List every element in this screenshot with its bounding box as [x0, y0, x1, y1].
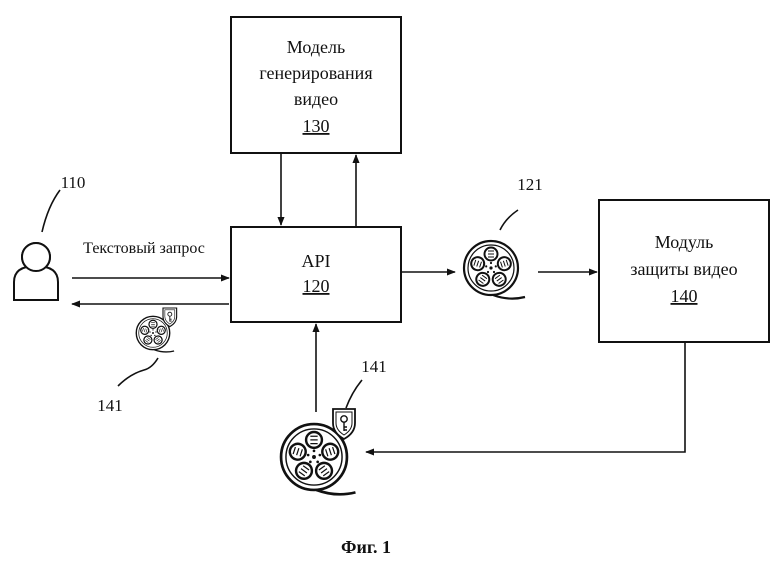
model-box-line-3: видео — [294, 89, 338, 109]
video-reel-icon — [464, 241, 525, 299]
user-ref: 110 — [61, 173, 86, 192]
api-box: API 120 — [231, 227, 401, 322]
figure-caption: Фиг. 1 — [341, 537, 391, 557]
text-request-label: Текстовый запрос — [83, 240, 205, 257]
api-box-ref: 120 — [303, 276, 330, 296]
bottom-141-leader — [346, 380, 362, 408]
model-box-ref: 130 — [303, 116, 330, 136]
video-protection-box: Модуль защиты видео 140 — [599, 200, 769, 342]
api-box-title: API — [301, 251, 330, 271]
protect-box-ref: 140 — [671, 286, 698, 306]
left-protected-ref: 141 — [97, 396, 123, 415]
arrow-protection-to-protected-video — [366, 343, 685, 452]
model-box-line-2: генерирования — [259, 63, 372, 83]
protect-box-line-2: защиты видео — [630, 259, 737, 279]
model-generation-box: Модель генерирования видео 130 — [231, 17, 401, 153]
video-ref: 121 — [517, 175, 543, 194]
protected-video-small-icon — [136, 308, 176, 352]
video-ref-leader — [500, 210, 518, 230]
bottom-protected-ref: 141 — [361, 357, 387, 376]
left-141-leader — [118, 358, 158, 386]
model-box-line-1: Модель — [287, 37, 345, 57]
protect-box-line-1: Модуль — [655, 232, 714, 252]
protected-video-icon — [281, 409, 355, 494]
user-icon — [14, 243, 58, 300]
user-ref-leader — [42, 190, 60, 232]
